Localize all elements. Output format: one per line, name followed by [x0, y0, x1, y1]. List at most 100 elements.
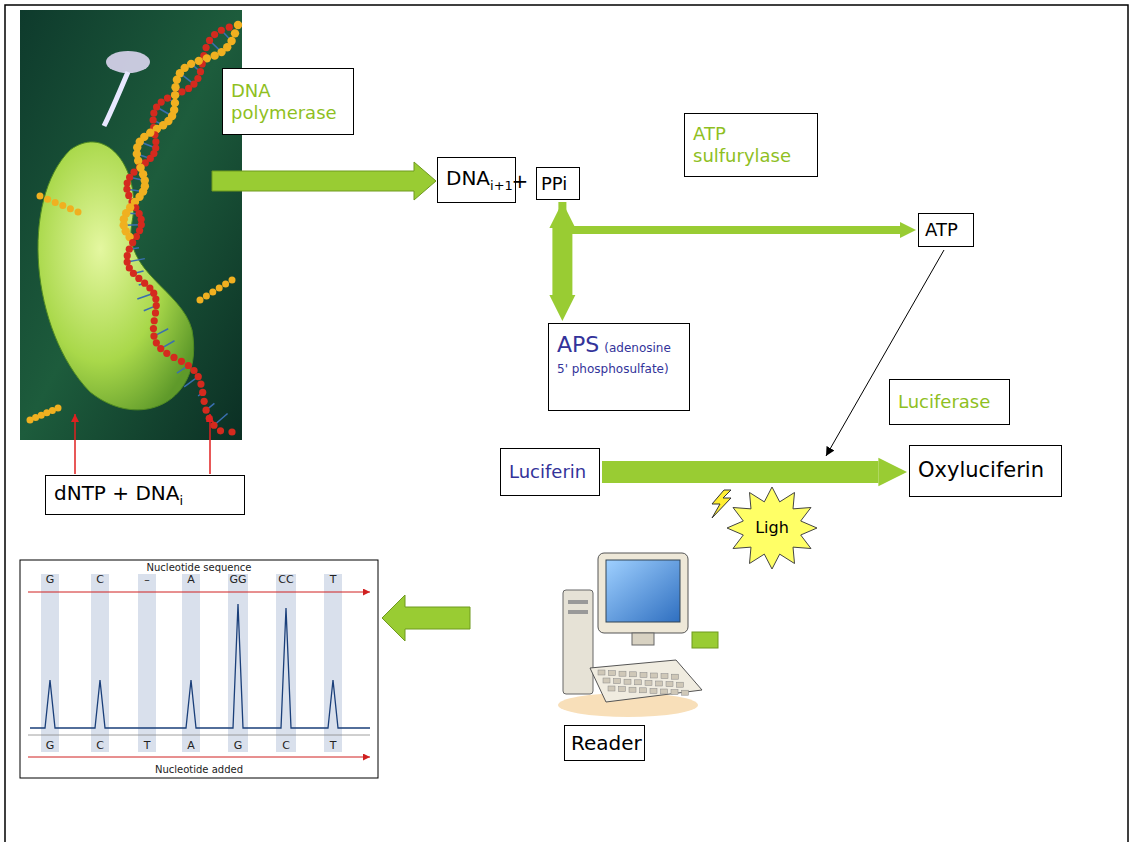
helix-bead	[210, 51, 218, 59]
helix-bead	[226, 24, 233, 31]
helix-bead	[199, 389, 206, 396]
chart-letter: C	[96, 574, 104, 586]
node-text: APS	[557, 332, 599, 357]
helix-bead	[164, 94, 171, 101]
nucleotide-bead	[44, 196, 51, 203]
helix-bead	[126, 246, 133, 253]
template-strand	[104, 72, 128, 126]
illustration-ground	[20, 10, 242, 440]
text-main: dNTP + DNA	[54, 481, 179, 505]
nucleotide-bead	[197, 297, 204, 304]
burst-shape	[727, 487, 817, 569]
light-burst: Ligh	[726, 486, 818, 570]
nucleotide-bead	[52, 199, 59, 206]
luciferase-reaction-arrow	[602, 461, 878, 483]
reader-box: Reader	[564, 725, 645, 761]
substrate-arrow	[74, 414, 76, 474]
chart-letter: –	[144, 574, 150, 586]
chart-title: Nucleotide added	[155, 764, 243, 775]
keyboard-keys	[598, 670, 689, 695]
keyboard-key	[656, 681, 663, 686]
keyboard-key	[630, 672, 637, 677]
helix-bead	[152, 309, 159, 316]
node-text: ATP	[925, 219, 958, 241]
node-text: Reader	[571, 731, 642, 755]
nucleotide-columns	[41, 574, 342, 752]
keyboard-key	[635, 680, 642, 685]
helix-bead	[150, 333, 157, 340]
chart-letter: T	[144, 740, 151, 752]
node-text: DNAi+1	[446, 166, 513, 194]
helix-bead	[129, 239, 136, 246]
keyboard-key	[661, 674, 668, 679]
chart-letter: G	[46, 574, 55, 586]
polymerase-reaction-arrow	[212, 162, 436, 200]
helix-bead	[178, 358, 185, 365]
monitor-screen	[606, 560, 680, 622]
helix-bead	[125, 192, 132, 199]
chart-frame	[20, 560, 378, 778]
helix-bead	[217, 427, 224, 434]
nucleotide-bead	[209, 289, 216, 296]
chart-letter: G	[234, 740, 243, 752]
chart-letter: G	[46, 740, 55, 752]
node-text: Luciferase	[898, 391, 990, 413]
helix-bead	[202, 44, 209, 51]
drive-slot	[568, 600, 588, 604]
keyboard-key	[603, 678, 610, 683]
keyboard	[590, 660, 702, 702]
chart-letter: T	[330, 574, 337, 586]
substrate-box: dNTP + DNAi	[45, 475, 245, 515]
helix-bead	[195, 57, 203, 65]
helix-bead	[151, 317, 158, 324]
chart-letter: T	[330, 740, 337, 752]
keyboard-key	[640, 672, 647, 677]
text-subscript: i+1	[490, 178, 513, 193]
chart-baseline	[28, 735, 370, 736]
helix-bead	[124, 252, 131, 259]
chart-letter: C	[96, 740, 104, 752]
nucleotide-bead	[203, 293, 210, 300]
enzyme-label-box: Luciferase	[889, 379, 1010, 425]
polymerase-illustration	[20, 10, 242, 440]
keyboard-key	[666, 682, 673, 687]
keyboard-key	[598, 670, 605, 675]
keyboard-key	[677, 682, 684, 687]
nucleotide-bead	[67, 205, 74, 212]
node-text: dNTP + DNAi	[54, 481, 183, 509]
enzyme-label-box: ATP sulfurylase	[684, 113, 818, 177]
nucleotide-bead	[55, 405, 62, 412]
helix-bead	[150, 325, 157, 332]
chart-letter: A	[187, 574, 195, 586]
helix-bead	[201, 398, 208, 405]
helix-bead	[152, 295, 159, 302]
keyboard-key	[672, 674, 679, 679]
helix-bead	[185, 362, 192, 369]
keyboard-key	[682, 690, 689, 695]
pyrogram-chart	[20, 560, 378, 778]
helix-bead	[130, 270, 137, 277]
keyboard-key	[619, 671, 626, 676]
monitor-stand	[632, 633, 654, 645]
keyboard-key	[629, 687, 636, 692]
chart-letter: A	[187, 740, 195, 752]
product-box: DNAi+1	[437, 157, 516, 203]
helix-bead	[206, 415, 213, 422]
helix-bead	[163, 350, 170, 357]
text-main: DNA	[446, 166, 490, 190]
keyboard-key	[671, 690, 678, 695]
helix-bead	[135, 275, 142, 282]
helix-bead	[170, 354, 177, 361]
enzyme-label-box: DNA polymerase	[222, 68, 354, 135]
keyboard-key	[619, 687, 626, 692]
helix-bead	[171, 91, 179, 99]
helix-bead	[123, 186, 130, 193]
atp-leader-line	[826, 250, 944, 456]
node-text: PPi	[541, 173, 567, 195]
helix-bead	[234, 21, 242, 29]
chart-letter: GG	[229, 574, 246, 586]
helix-bead	[157, 345, 164, 352]
sulfurylase-arrow	[562, 202, 900, 230]
helix-bead	[206, 37, 213, 44]
atp-box: ATP	[918, 213, 974, 247]
